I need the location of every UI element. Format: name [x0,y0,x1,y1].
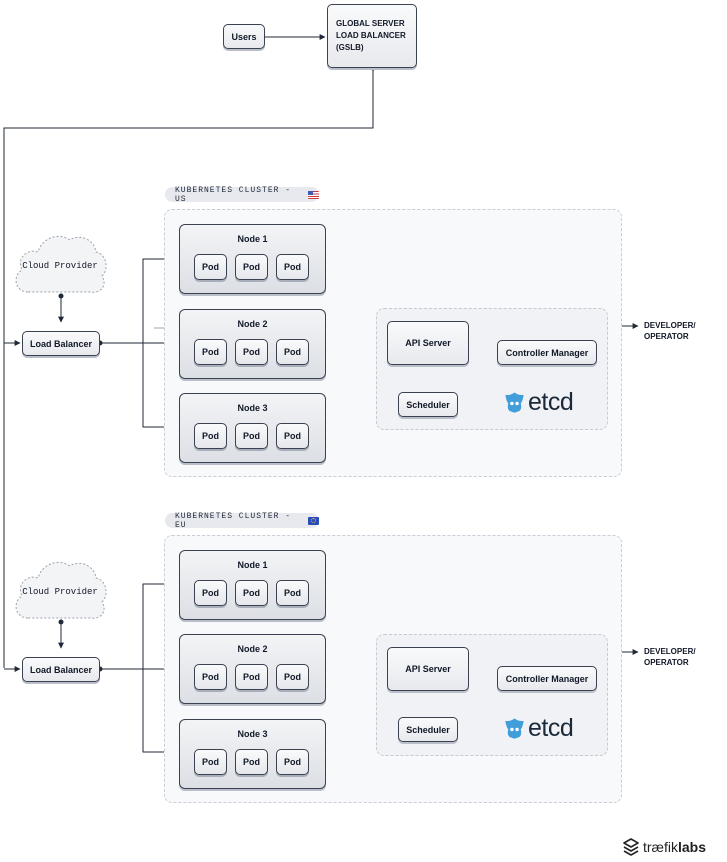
cluster-tag-label: KUBERNETES CLUSTER - EU [175,511,292,530]
node-3-eu[interactable]: Node 3 Pod Pod Pod [179,719,326,789]
traefik-icon [623,838,639,856]
developer-label-line-2: OPERATOR [644,332,689,341]
pod[interactable]: Pod [194,664,227,690]
developer-label-line-1: DEVELOPER/ [644,321,696,330]
developer-operator-us: DEVELOPER/ OPERATOR [644,320,696,342]
node-title: Node 3 [237,403,268,413]
gslb-label-line-3: (GSLB) [336,43,364,52]
node-3-us[interactable]: Node 3 Pod Pod Pod [179,393,326,463]
pod[interactable]: Pod [235,423,268,449]
gslb-label-line-1: GLOBAL SERVER [336,19,405,28]
developer-label-line-2: OPERATOR [644,658,689,667]
pod[interactable]: Pod [194,423,227,449]
api-server-label: API Server [405,338,451,348]
pod[interactable]: Pod [235,749,268,775]
cluster-tag-us: KUBERNETES CLUSTER - US [165,185,319,204]
api-server-us[interactable]: API Server [387,321,469,365]
cloud-provider-us[interactable]: Cloud Provider [10,228,110,298]
node-1-us[interactable]: Node 1 Pod Pod Pod [179,224,326,294]
pod[interactable]: Pod [276,339,309,365]
pod[interactable]: Pod [194,339,227,365]
load-balancer-label: Load Balancer [29,664,93,675]
etcd-icon [505,392,524,413]
controller-manager-label: Controller Manager [505,673,589,684]
etcd-label: etcd [528,714,574,742]
brand-name-bold: labs [678,839,707,855]
pod[interactable]: Pod [194,580,227,606]
controller-manager-us[interactable]: Controller Manager [497,340,597,365]
pod[interactable]: Pod [276,580,309,606]
us-flag-icon [308,190,319,199]
cloud-provider-label: Cloud Provider [22,587,98,597]
controller-manager-label: Controller Manager [505,347,589,358]
etcd-logo-us: etcd [503,388,574,417]
api-server-label: API Server [405,664,451,674]
load-balancer-us[interactable]: Load Balancer [22,331,100,356]
node-title: Node 1 [237,560,268,570]
cloud-provider-label: Cloud Provider [22,261,98,271]
cloud-provider-eu[interactable]: Cloud Provider [10,554,110,624]
pod[interactable]: Pod [235,254,268,280]
pod[interactable]: Pod [235,580,268,606]
api-server-eu[interactable]: API Server [387,647,469,691]
pod[interactable]: Pod [235,664,268,690]
users-label: Users [231,31,257,42]
cloud-icon [15,562,107,619]
gslb-label-line-2: LOAD BALANCER [336,31,406,40]
brand-name-light: træfik [643,839,678,855]
pod[interactable]: Pod [276,423,309,449]
node-title: Node 2 [237,644,268,654]
load-balancer-eu[interactable]: Load Balancer [22,657,100,682]
scheduler-label: Scheduler [406,399,450,410]
developer-label-line-1: DEVELOPER/ [644,647,696,656]
cluster-tag-label: KUBERNETES CLUSTER - US [175,185,292,204]
cluster-tag-eu: KUBERNETES CLUSTER - EU [165,511,319,530]
pod[interactable]: Pod [276,664,309,690]
scheduler-eu[interactable]: Scheduler [398,717,458,742]
etcd-icon [505,718,524,739]
gslb-box[interactable]: GLOBAL SERVER LOAD BALANCER (GSLB) [327,4,417,68]
pod[interactable]: Pod [276,749,309,775]
pod[interactable]: Pod [194,254,227,280]
developer-operator-eu: DEVELOPER/ OPERATOR [644,646,696,668]
scheduler-label: Scheduler [406,724,450,735]
node-2-us[interactable]: Node 2 Pod Pod Pod [179,309,326,379]
load-balancer-label: Load Balancer [29,338,93,349]
eu-flag-icon [308,516,319,525]
pod[interactable]: Pod [276,254,309,280]
pod[interactable]: Pod [235,339,268,365]
pod[interactable]: Pod [194,749,227,775]
controller-manager-eu[interactable]: Controller Manager [497,666,597,691]
node-title: Node 3 [237,729,268,739]
users-box[interactable]: Users [223,24,265,49]
cloud-icon [15,236,107,293]
etcd-logo-eu: etcd [503,714,574,743]
node-1-eu[interactable]: Node 1 Pod Pod Pod [179,550,326,620]
node-title: Node 1 [237,234,268,244]
scheduler-us[interactable]: Scheduler [398,392,458,417]
node-2-eu[interactable]: Node 2 Pod Pod Pod [179,634,326,704]
node-title: Node 2 [237,319,268,329]
etcd-label: etcd [528,388,574,416]
